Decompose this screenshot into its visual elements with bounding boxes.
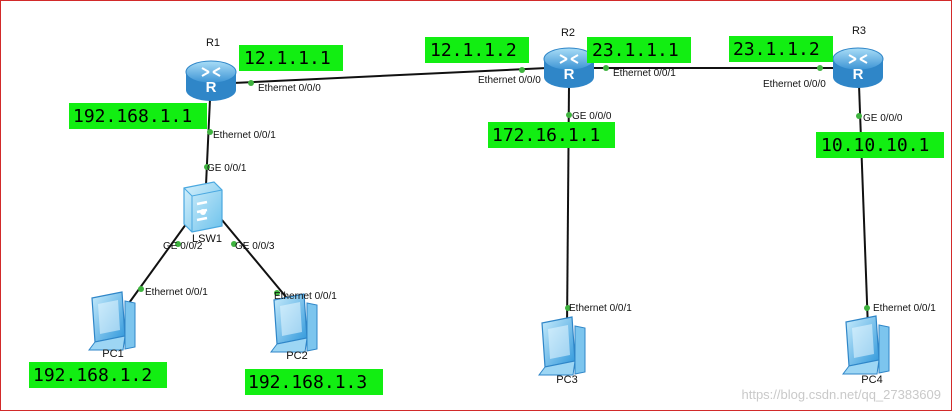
ip-text: 12.1.1.2	[430, 40, 517, 61]
port-label-pc1-e001: Ethernet 0/0/1	[145, 287, 208, 298]
pc-pc3[interactable]: PC3	[538, 316, 586, 386]
router-r3[interactable]: R3	[832, 25, 884, 89]
device-name-pc2: PC2	[286, 350, 307, 362]
device-name-r3: R3	[852, 25, 866, 37]
port-label-r2-ge000: GE 0/0/0	[572, 111, 612, 122]
ip-text: 12.1.1.1	[244, 48, 331, 69]
link-r2-pc3	[566, 84, 570, 330]
ip-text: 23.1.1.2	[733, 39, 820, 60]
link-r1-r2	[232, 67, 548, 84]
port-label-r2-e000: Ethernet 0/0/0	[478, 75, 541, 86]
switch-lsw1[interactable]: LSW1	[182, 180, 224, 245]
ip-text: 192.168.1.3	[248, 372, 367, 393]
port-label-r3-e000: Ethernet 0/0/0	[763, 79, 826, 90]
ip-box-r2-r1: 12.1.1.2	[425, 37, 529, 63]
port-label-pc2-e001: Ethernet 0/0/1	[274, 291, 337, 302]
router-r2[interactable]: R2	[543, 27, 595, 89]
port-label-r3-ge000: GE 0/0/0	[863, 113, 903, 124]
ip-text: 192.168.1.1	[73, 106, 192, 127]
router-icon	[185, 60, 237, 102]
port-dots	[138, 65, 870, 311]
switch-icon	[182, 180, 224, 234]
port-label-r1-e001: Ethernet 0/0/1	[213, 130, 276, 141]
device-name-r1: R1	[206, 37, 220, 49]
router-icon	[543, 47, 595, 89]
pc-pc1[interactable]: PC1	[88, 291, 136, 360]
pc-icon	[538, 316, 586, 376]
ip-box-pc2: 192.168.1.3	[245, 369, 383, 395]
ip-box-r3-lan: 10.10.10.1	[816, 132, 944, 158]
port-label-r1-e000: Ethernet 0/0/0	[258, 83, 321, 94]
ip-box-pc1: 192.168.1.2	[29, 362, 167, 388]
port-label-pc4-e001: Ethernet 0/0/1	[873, 303, 936, 314]
router-r1[interactable]: R1	[185, 37, 237, 102]
link-r3-pc4	[858, 84, 869, 330]
router-icon	[832, 47, 884, 89]
device-name-pc3: PC3	[556, 374, 577, 386]
pc-icon	[88, 291, 136, 351]
port-label-pc3-e001: Ethernet 0/0/1	[569, 303, 632, 314]
device-name-r2: R2	[561, 27, 575, 39]
ip-text: 10.10.10.1	[821, 135, 929, 156]
ip-text: 23.1.1.1	[592, 40, 679, 61]
ip-box-r1-wan: 12.1.1.1	[239, 45, 343, 71]
ip-text: 172.16.1.1	[492, 125, 600, 146]
port-label-lsw1-ge003: GE 0/0/3	[235, 241, 275, 252]
device-name-pc4: PC4	[861, 374, 882, 386]
ip-box-r1-lan: 192.168.1.1	[69, 103, 207, 129]
port-label-r2-e001: Ethernet 0/0/1	[613, 68, 676, 79]
link-r1-lsw1	[205, 98, 211, 186]
watermark-text: https://blog.csdn.net/qq_27383609	[742, 387, 942, 402]
ip-box-r2-lan: 172.16.1.1	[488, 122, 615, 148]
ip-text: 192.168.1.2	[33, 365, 152, 386]
ip-box-r3-r2: 23.1.1.2	[729, 36, 833, 62]
ip-box-r2-r3: 23.1.1.1	[587, 37, 691, 63]
port-label-lsw1-ge002: GE 0/0/2	[163, 241, 203, 252]
port-label-lsw1-ge001: GE 0/0/1	[207, 163, 247, 174]
device-name-pc1: PC1	[102, 348, 123, 360]
pc-icon	[270, 293, 318, 353]
pc-icon	[842, 315, 890, 375]
pc-pc4[interactable]: PC4	[842, 315, 890, 386]
device-name-lsw1: LSW1	[192, 233, 222, 245]
pc-pc2[interactable]: PC2	[270, 293, 318, 362]
link-lsw1-pc2	[221, 219, 292, 304]
